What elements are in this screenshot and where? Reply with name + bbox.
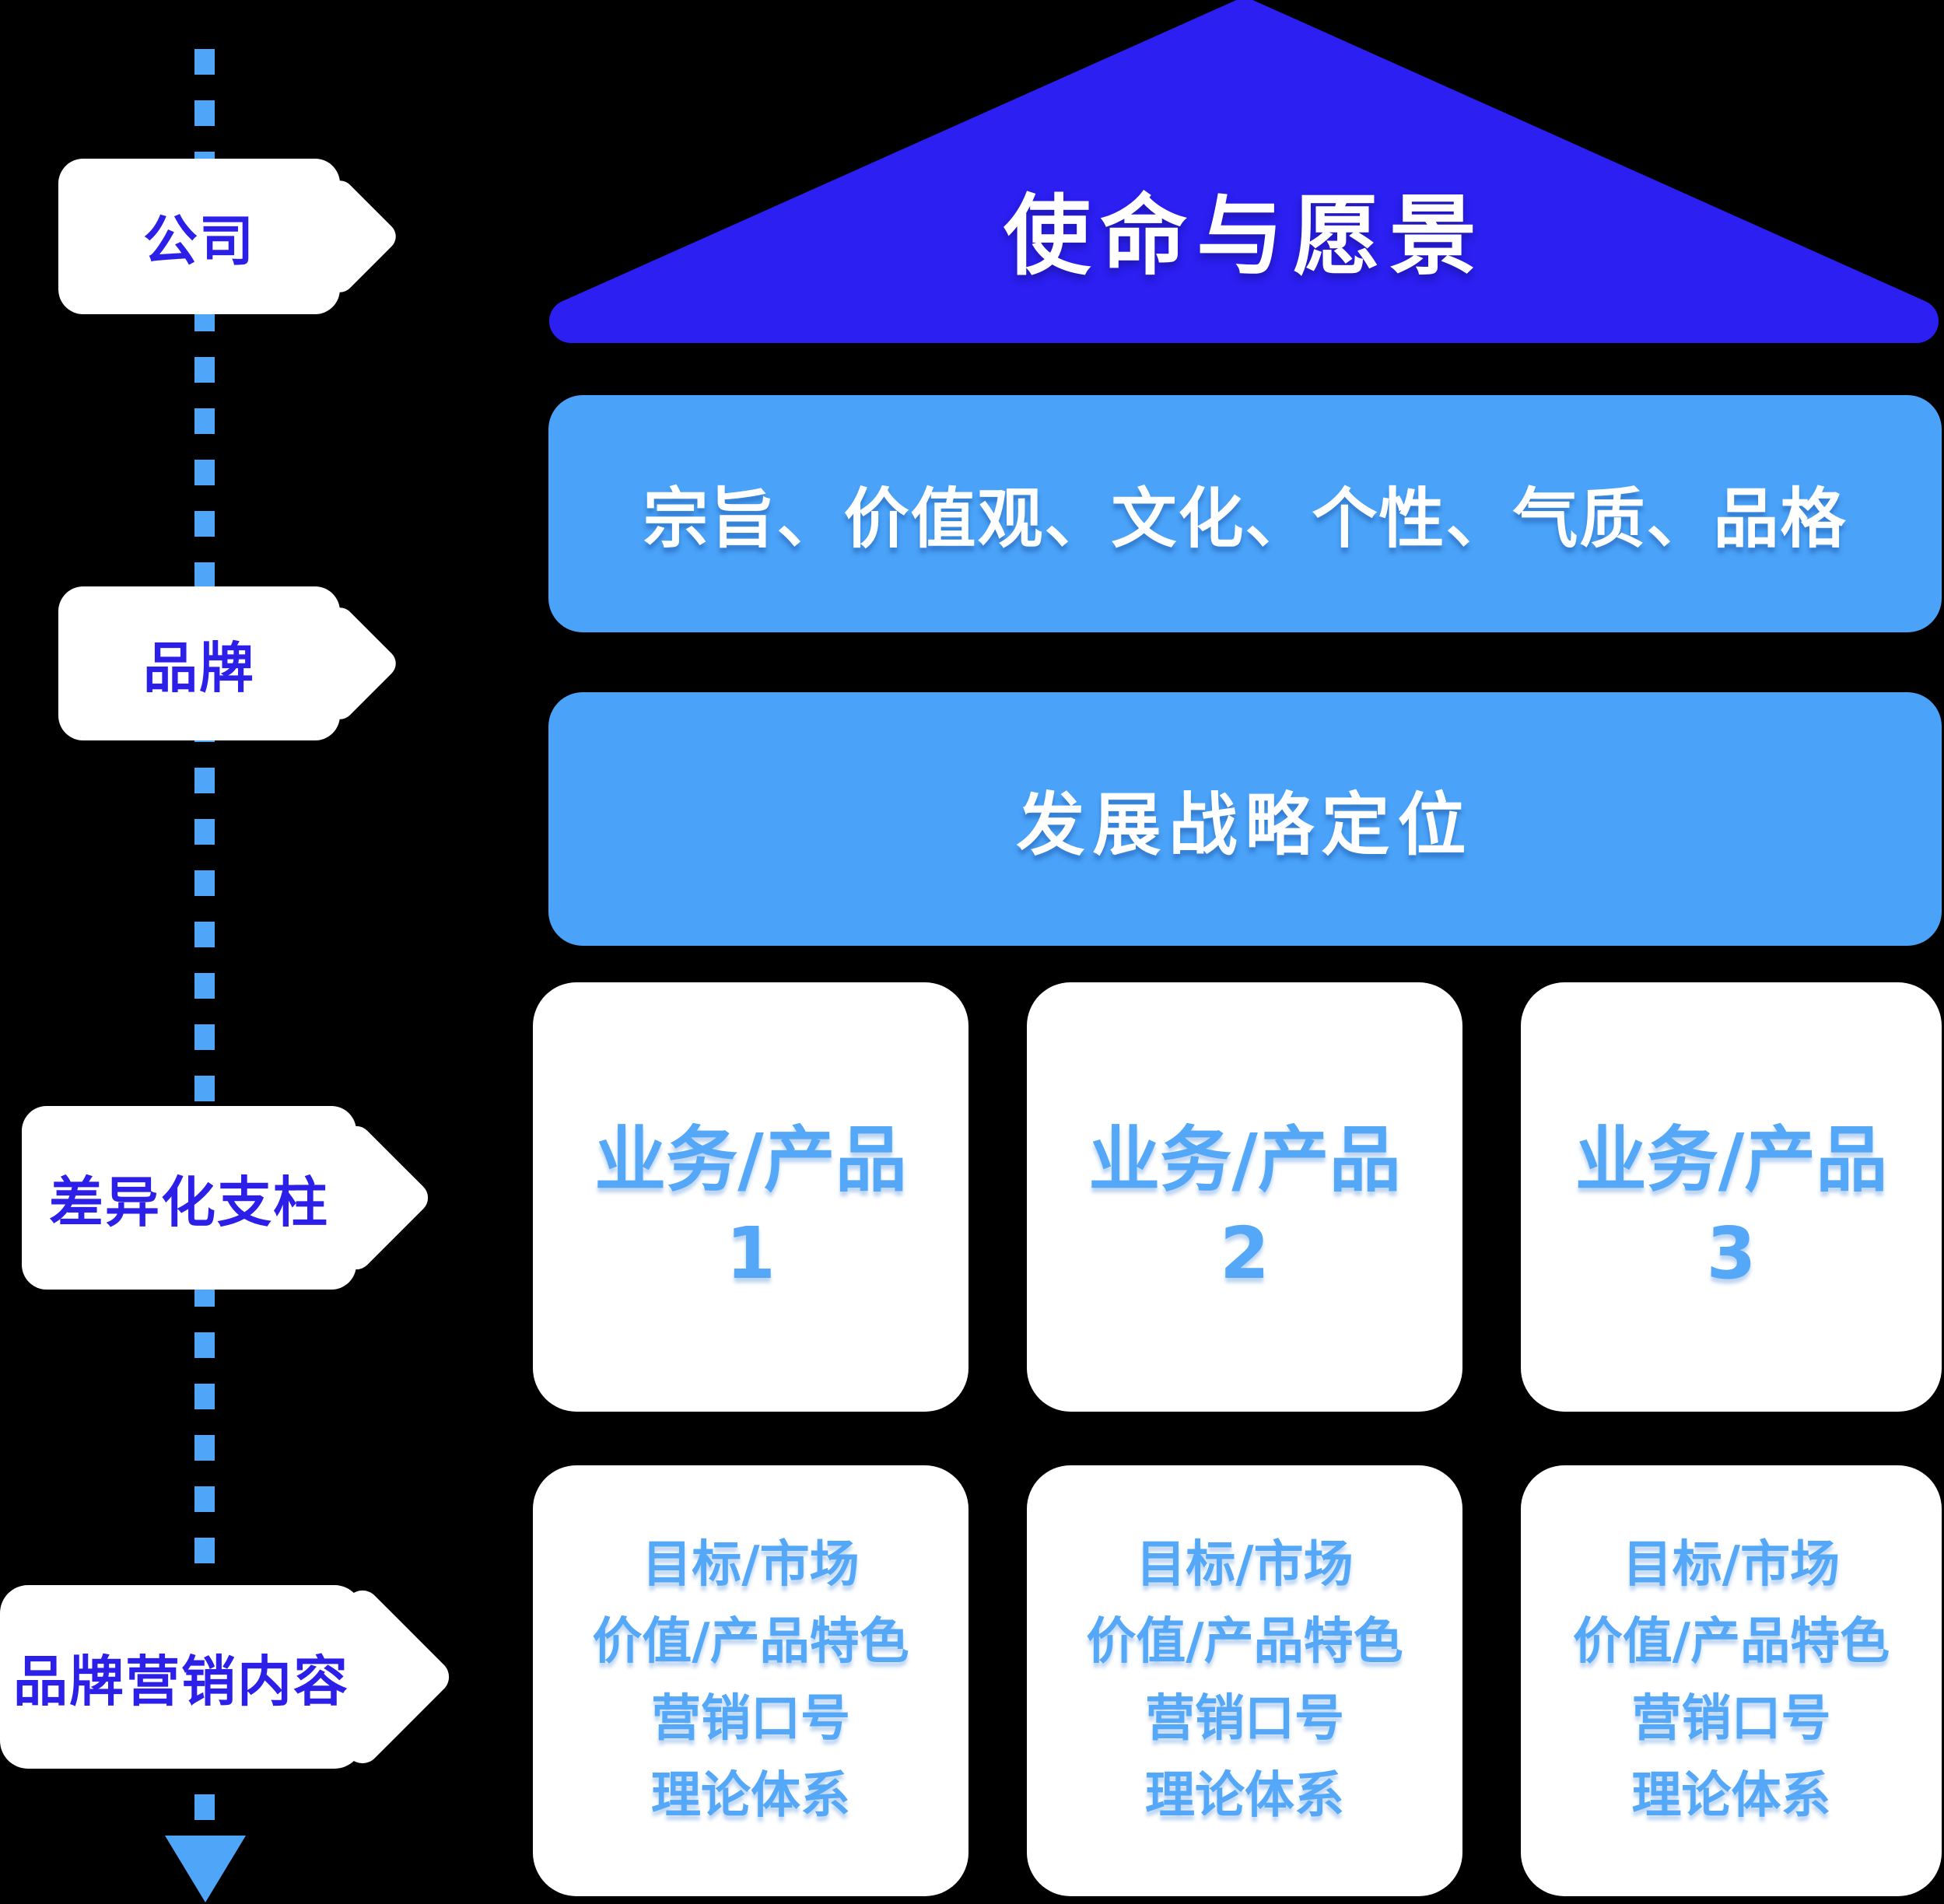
pillar-box-2: 业务/产品 2 — [1027, 982, 1462, 1412]
bar-brand-essence-text: 宗旨、价值观、文化、个性、气质、品格 — [643, 481, 1848, 557]
marketing-line: 营销口号 — [1145, 1690, 1344, 1748]
marketing-line: 价值/产品特色 — [592, 1613, 909, 1671]
timeline-label-brand: 品牌 — [58, 586, 402, 740]
marketing-line: 理论体系 — [651, 1767, 850, 1825]
timeline-label-text: 公司 — [143, 208, 255, 273]
bar-brand-essence: 宗旨、价值观、文化、个性、气质、品格 — [548, 395, 1942, 632]
pillar-box-1: 业务/产品 1 — [533, 982, 968, 1412]
arrow-down-icon — [165, 1836, 246, 1902]
bar-development-strategy: 发展战略定位 — [548, 692, 1942, 946]
timeline-label-company: 公司 — [58, 159, 402, 314]
marketing-content-box-2: 目标/市场 价值/产品特色 营销口号 理论体系 — [1027, 1465, 1462, 1896]
marketing-line: 理论体系 — [1631, 1767, 1831, 1825]
marketing-content-box-3: 目标/市场 价值/产品特色 营销口号 理论体系 — [1521, 1465, 1942, 1896]
marketing-content-box-1: 目标/市场 价值/产品特色 营销口号 理论体系 — [533, 1465, 968, 1896]
marketing-line: 营销口号 — [651, 1690, 850, 1748]
pillar-number: 3 — [1706, 1212, 1757, 1295]
marketing-line: 价值/产品特色 — [1572, 1613, 1890, 1671]
timeline-dashed-line — [194, 49, 215, 1838]
label-arrow-tip-icon — [278, 601, 402, 726]
pillar-title: 业务/产品 — [594, 1118, 907, 1202]
pillar-title: 业务/产品 — [1574, 1118, 1888, 1202]
pillar-title: 业务/产品 — [1088, 1118, 1401, 1202]
marketing-line: 目标/市场 — [1136, 1536, 1354, 1594]
marketing-line: 价值/产品特色 — [1086, 1613, 1403, 1671]
timeline-label-text: 品牌营销内容 — [13, 1649, 349, 1713]
pyramid-roof-triangle — [549, 0, 1939, 343]
roof-title: 使命与愿景 — [1004, 186, 1486, 287]
pillar-number: 2 — [1219, 1212, 1270, 1295]
timeline-label-brand-marketing-content: 品牌营销内容 — [0, 1583, 457, 1771]
marketing-line: 营销口号 — [1631, 1690, 1831, 1748]
marketing-line: 目标/市场 — [642, 1536, 860, 1594]
marketing-line: 目标/市场 — [1622, 1536, 1841, 1594]
pillar-box-3: 业务/产品 3 — [1521, 982, 1942, 1412]
bar-development-strategy-text: 发展战略定位 — [1016, 784, 1474, 865]
timeline-label-text: 品牌 — [143, 635, 255, 700]
timeline-label-differentiation-pillar: 差异化支柱 — [22, 1106, 435, 1290]
timeline-label-text: 差异化支柱 — [49, 1170, 329, 1234]
marketing-line: 理论体系 — [1145, 1767, 1344, 1825]
pillar-number: 1 — [725, 1212, 776, 1295]
